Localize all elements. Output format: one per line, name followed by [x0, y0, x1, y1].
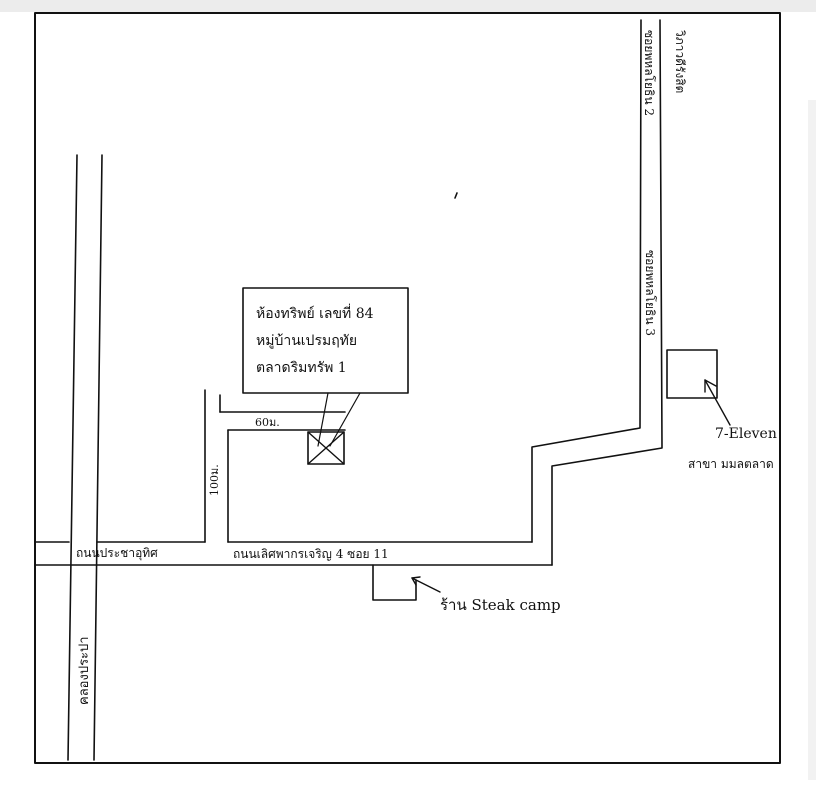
pen-dot — [454, 192, 458, 199]
viewer-top-bar — [0, 0, 816, 12]
steak-camp-box — [372, 564, 417, 601]
right-road-label-a: ซอยพหลโยธิน 2 — [642, 30, 656, 116]
house-cross-b — [307, 431, 345, 465]
seven-eleven-arrow-line — [704, 379, 731, 426]
house-marker — [307, 431, 345, 465]
left-road-label: คลองประปา — [77, 636, 92, 705]
callout-pointer-b — [329, 392, 361, 447]
room-line-3: ตลาดริมทรัพ 1 — [256, 360, 347, 376]
seven-eleven-arrow-head — [704, 379, 717, 393]
seven-eleven-box — [666, 349, 718, 399]
left-road-sign: ถนนประชาอุทิศ — [76, 546, 158, 561]
bottom-road-label: ถนนเลิศพากรเจริญ 4 ซอย 11 — [233, 547, 389, 561]
steak-arrow-line — [411, 577, 441, 593]
room-line-2: หมู่บ้านเปรมฤทัย — [256, 333, 357, 349]
room-line-1: ห้องทริพย์ เลขที่ 84 — [256, 304, 374, 322]
steak-arrow-head — [411, 576, 421, 586]
right-road-label-b: วิภาวดีรังสิต — [673, 30, 687, 94]
seven-eleven-label: 7-Eleven — [715, 426, 777, 442]
map-border — [34, 12, 781, 764]
right-road-label-mid: ซอยพหลโยธิน 3 — [643, 250, 657, 336]
address-callout-box — [242, 287, 409, 394]
left-road-edge-1 — [67, 154, 78, 761]
callout-pointer-a — [317, 392, 329, 447]
steak-camp-label: ร้าน Steak camp — [440, 596, 561, 614]
left-road-edge-2 — [93, 154, 103, 761]
right-road-inner-edge — [531, 19, 642, 543]
seven-eleven-note: สาขา มมลตลาด — [688, 457, 774, 471]
page-edge-shadow — [808, 100, 816, 780]
distance-60m: 60ม. — [255, 416, 280, 429]
right-road-outer-edge — [551, 19, 663, 566]
distance-100m: 100ม. — [208, 464, 221, 496]
